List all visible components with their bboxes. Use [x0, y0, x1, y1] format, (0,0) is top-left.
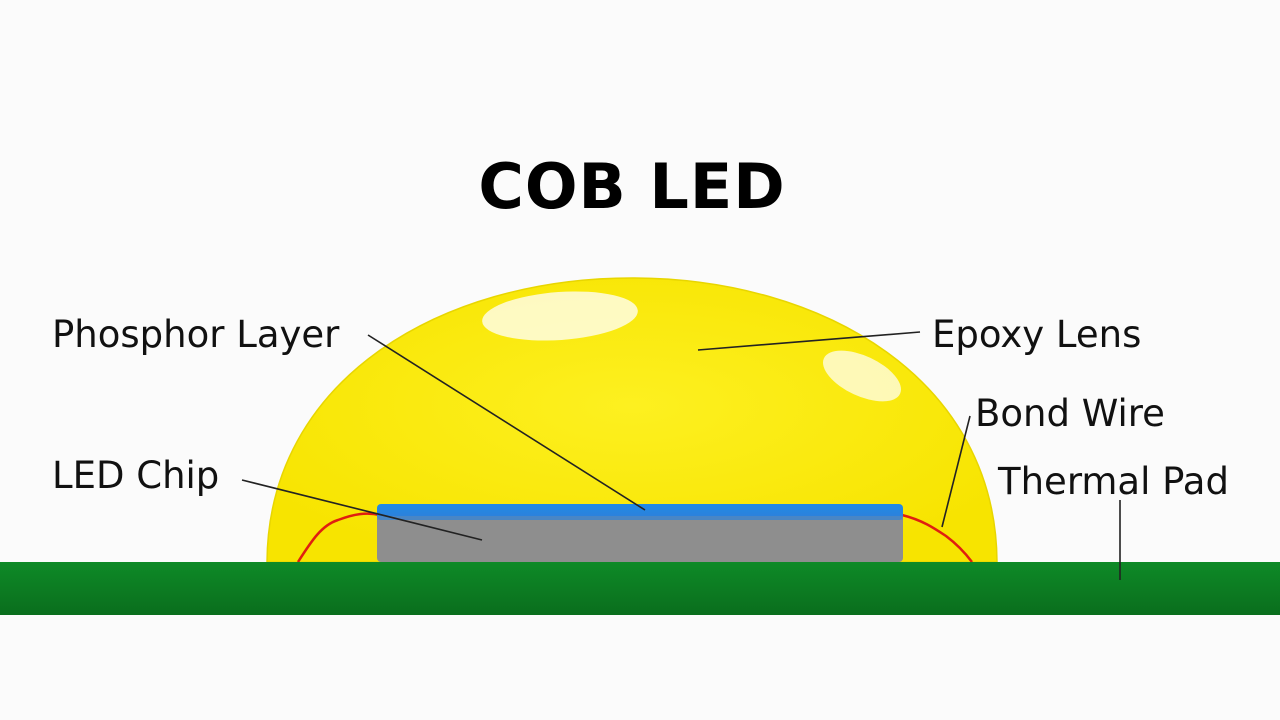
epoxy-lens-dome [266, 277, 998, 563]
label-epoxy-lens: Epoxy Lens [932, 313, 1142, 356]
leader-line-phosphor [367, 334, 646, 511]
label-thermal-pad: Thermal Pad [998, 460, 1229, 503]
diagram-title: COB LED [478, 150, 786, 223]
label-phosphor-layer: Phosphor Layer [52, 313, 340, 356]
lens-highlight [823, 350, 901, 402]
label-bond-wire: Bond Wire [975, 392, 1165, 435]
bond-wire-left [296, 512, 381, 563]
leader-line-epoxy [697, 331, 921, 351]
leader-line-bond [941, 415, 971, 528]
label-led-chip: LED Chip [52, 454, 220, 497]
phosphor-transition [377, 516, 903, 520]
leader-line-chip [241, 479, 483, 541]
bond-wire-right [901, 513, 973, 563]
thermal-pad [0, 562, 1280, 615]
lens-highlight [482, 291, 638, 341]
